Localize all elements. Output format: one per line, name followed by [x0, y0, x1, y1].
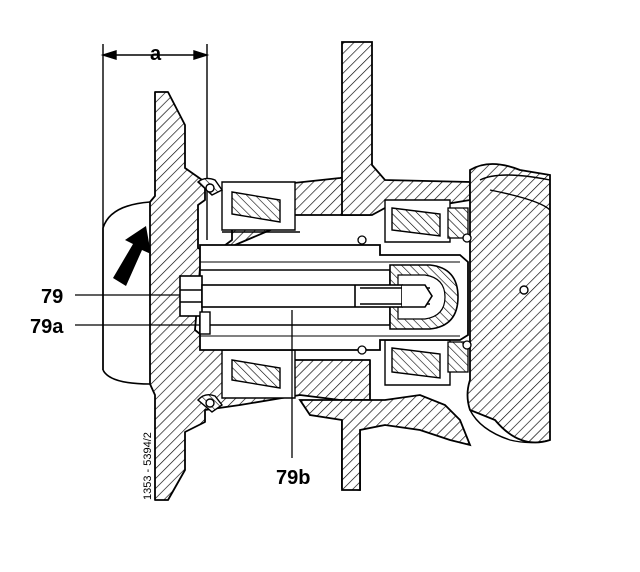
figure-code: 1353 - 5394/2 — [142, 432, 154, 500]
outer-bearing-upper — [221, 181, 300, 233]
retaining-nut-lower — [447, 340, 472, 373]
bolt-79 — [179, 275, 433, 317]
direction-arrow-icon — [113, 226, 151, 286]
axle-housing-right — [466, 163, 551, 444]
part-label-79: 79 — [41, 286, 63, 308]
retaining-nut-upper — [447, 207, 472, 243]
grease-seal-lower — [197, 393, 224, 413]
inner-bearing-upper — [384, 199, 451, 243]
part-label-79b: 79b — [276, 467, 310, 489]
dimension-a-label: a — [150, 43, 162, 65]
grease-nipple-icon — [519, 285, 529, 295]
outer-bearing-lower — [221, 349, 296, 399]
brake-drum-outline — [102, 201, 151, 370]
leader-lines — [75, 294, 293, 458]
inner-bearing-lower — [384, 339, 451, 386]
steering-knuckle-lower — [298, 394, 472, 491]
part-label-79a: 79a — [30, 316, 64, 338]
steering-knuckle-upper — [341, 41, 471, 216]
washer-79a — [199, 311, 211, 335]
grease-seal-upper — [196, 177, 224, 196]
